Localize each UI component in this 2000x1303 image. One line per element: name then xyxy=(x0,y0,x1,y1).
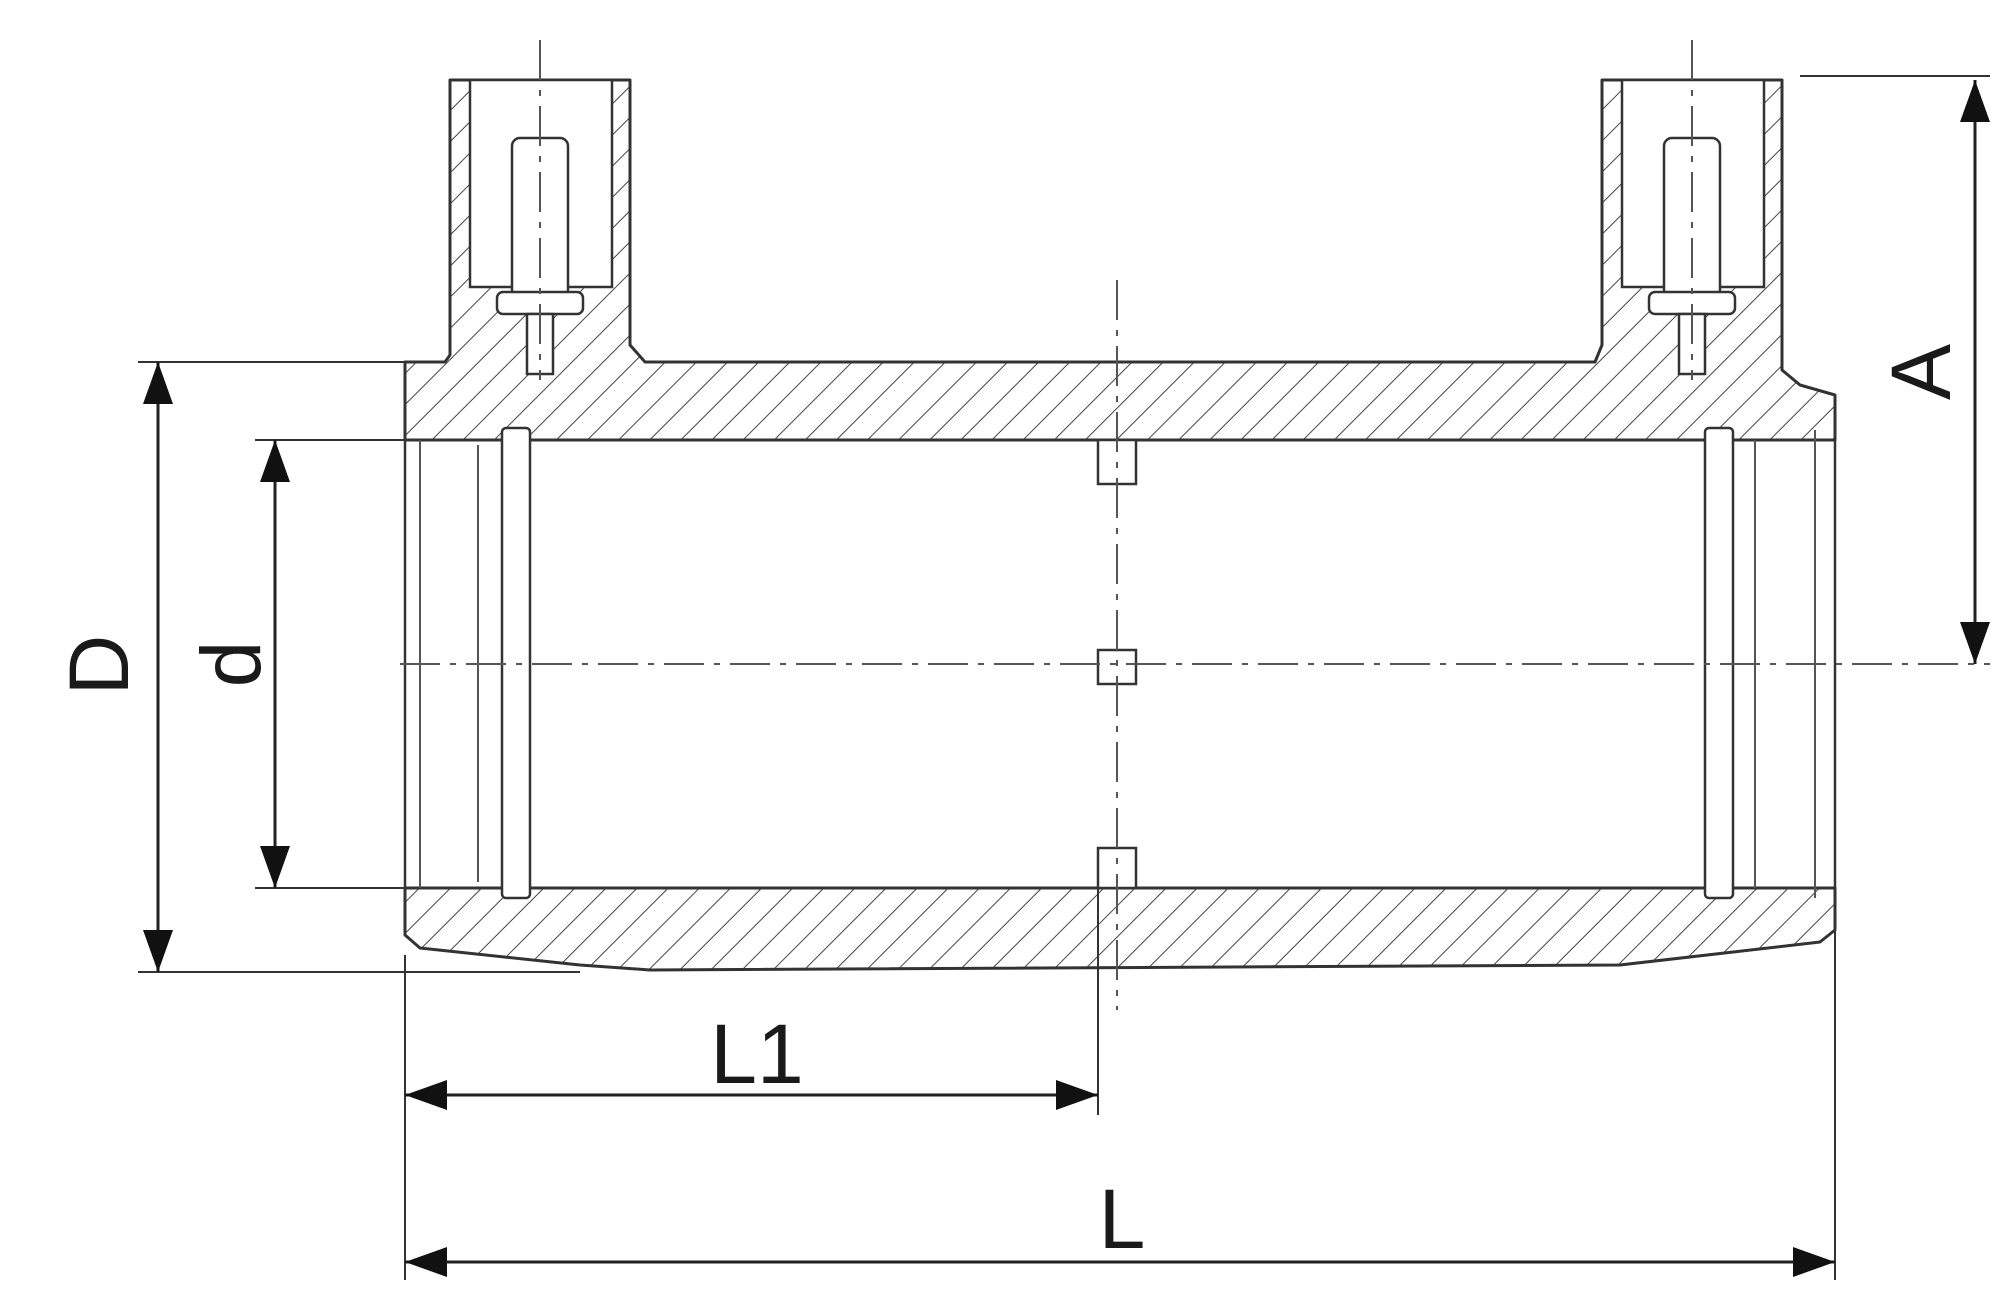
dimension-label-d: d xyxy=(184,641,278,688)
dimension-D: D xyxy=(52,362,173,972)
dimension-A: A xyxy=(1874,80,1990,664)
dimension-label-L: L xyxy=(1099,1172,1146,1266)
centre-lines xyxy=(400,40,1990,1010)
coupler-lower-wall xyxy=(403,886,1837,972)
dimension-L: L xyxy=(405,1172,1835,1277)
right-terminal-pin xyxy=(1647,136,1737,376)
coupler-upper-wall xyxy=(403,78,1837,442)
dimension-L1: L1 xyxy=(405,1007,1098,1110)
dimension-label-D: D xyxy=(52,635,146,696)
extension-lines xyxy=(138,75,1990,1280)
dimension-d: d xyxy=(184,440,290,888)
dimension-label-A: A xyxy=(1874,344,1968,400)
dimension-label-L1: L1 xyxy=(710,1007,803,1101)
